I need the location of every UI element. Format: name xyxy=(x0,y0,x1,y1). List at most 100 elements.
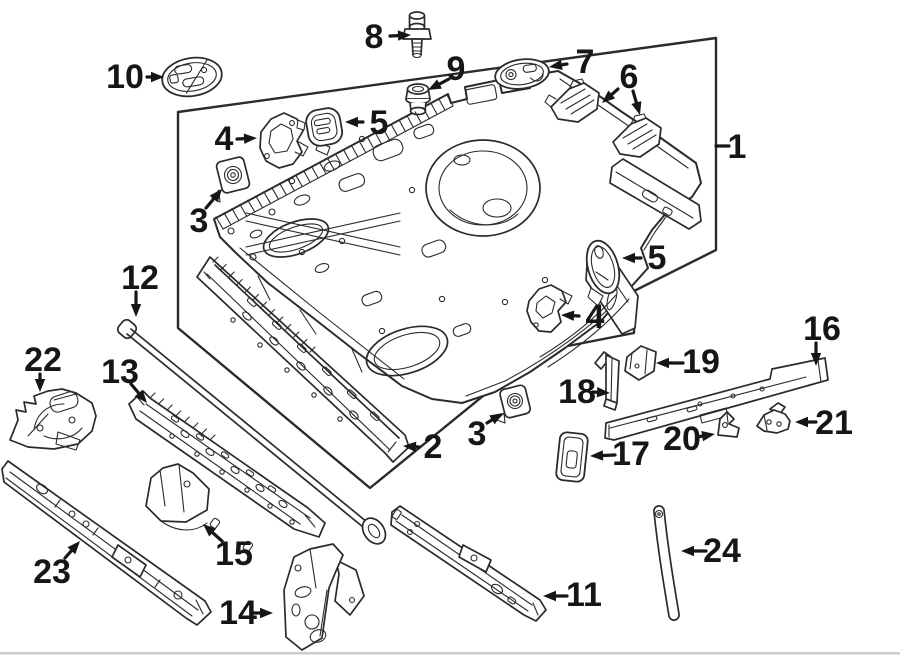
part-21-drawing xyxy=(756,402,791,434)
part-9-drawing xyxy=(405,83,431,116)
callout-arrowhead xyxy=(403,441,417,453)
callout-arrowhead xyxy=(543,590,556,602)
callout-arrowhead xyxy=(260,607,273,619)
callout-arrowhead xyxy=(549,59,563,70)
callout-2: 2 xyxy=(403,428,442,466)
callout-23: 23 xyxy=(33,541,80,591)
part-10-drawing xyxy=(161,56,223,98)
callout-number: 24 xyxy=(703,532,741,570)
callout-13: 13 xyxy=(101,353,147,403)
part-2-drawing xyxy=(196,256,410,463)
callout-9: 9 xyxy=(428,50,465,90)
callout-number: 13 xyxy=(101,353,139,391)
callout-number: 2 xyxy=(424,428,443,466)
callout-number: 4 xyxy=(586,298,605,336)
callout-17: 17 xyxy=(590,435,650,473)
callout-number: 14 xyxy=(219,594,257,632)
callout-4: 4 xyxy=(561,298,605,336)
part-12-drawing xyxy=(116,318,387,545)
callout-10: 10 xyxy=(106,58,164,96)
callout-arrowhead xyxy=(795,416,808,428)
callout-number: 16 xyxy=(803,310,841,348)
callout-number: 4 xyxy=(215,120,234,158)
callout-8: 8 xyxy=(365,18,411,56)
callout-22: 22 xyxy=(24,341,62,392)
callout-arrowhead xyxy=(631,101,642,115)
callout-arrowhead xyxy=(596,387,610,398)
callout-number: 5 xyxy=(648,239,667,277)
callout-11: 11 xyxy=(543,576,602,614)
callout-number: 11 xyxy=(566,576,602,614)
part-4-lower-drawing xyxy=(526,284,573,333)
callout-arrowhead xyxy=(34,379,46,392)
callout-5: 5 xyxy=(345,104,388,142)
callout-number: 9 xyxy=(447,50,466,88)
callout-number: 3 xyxy=(190,202,209,240)
callout-1: 1 xyxy=(714,128,747,166)
callout-12: 12 xyxy=(121,259,159,317)
callout-number: 22 xyxy=(24,341,62,379)
part-13-drawing xyxy=(128,390,326,552)
part-19-drawing xyxy=(624,345,657,381)
callout-arrowhead xyxy=(656,357,669,369)
part-23-drawing xyxy=(1,460,212,626)
callout-6: 6 xyxy=(602,58,642,115)
callout-4: 4 xyxy=(215,120,257,158)
callout-number: 20 xyxy=(663,420,701,458)
callout-arrowhead xyxy=(590,450,604,461)
callout-arrowhead xyxy=(397,30,411,41)
callout-arrowhead xyxy=(130,304,142,317)
part-15-drawing xyxy=(145,463,210,531)
diagram-artwork xyxy=(1,11,829,651)
callout-15: 15 xyxy=(203,524,253,573)
callout-arrowhead xyxy=(203,524,217,537)
callout-number: 23 xyxy=(33,553,71,591)
part-20-drawing xyxy=(717,411,740,438)
part-3-lower-drawing xyxy=(496,384,532,424)
callout-arrowhead xyxy=(209,189,222,203)
callout-arrowhead xyxy=(134,389,147,403)
part-8-drawing xyxy=(402,11,432,59)
callout-arrowhead xyxy=(810,353,822,366)
window-bottom-border xyxy=(0,652,900,655)
callout-number: 15 xyxy=(215,535,253,573)
part-24-drawing xyxy=(653,505,680,621)
callout-16: 16 xyxy=(803,310,841,366)
callout-arrowhead xyxy=(681,545,694,557)
callout-arrowhead xyxy=(489,413,503,425)
callout-7: 7 xyxy=(549,43,594,81)
part-18-drawing xyxy=(594,351,620,411)
callout-number: 12 xyxy=(121,259,159,297)
part-4-upper-drawing xyxy=(259,112,309,169)
callout-18: 18 xyxy=(558,373,610,411)
callout-number: 19 xyxy=(682,343,720,381)
callout-arrowhead xyxy=(243,133,257,144)
callout-arrowhead xyxy=(561,310,575,321)
part-16-drawing xyxy=(604,357,829,441)
part-5-lower-drawing xyxy=(585,239,621,307)
callout-arrowhead xyxy=(428,79,442,90)
callout-14: 14 xyxy=(219,594,273,632)
callout-3: 3 xyxy=(190,189,222,240)
callout-5: 5 xyxy=(622,239,666,277)
callout-19: 19 xyxy=(656,343,720,381)
callout-arrowhead xyxy=(622,252,635,264)
part-7-drawing xyxy=(494,58,550,90)
callout-number: 1 xyxy=(728,128,747,166)
part-6-drawing xyxy=(544,78,662,158)
callout-number: 3 xyxy=(468,415,487,453)
callout-arrowhead xyxy=(345,116,358,128)
callout-number: 5 xyxy=(370,104,389,142)
callout-20: 20 xyxy=(663,420,715,458)
callout-arrowhead xyxy=(701,431,715,442)
part-5-upper-drawing xyxy=(296,107,344,156)
hatch-marks xyxy=(149,94,454,441)
part-22-drawing xyxy=(9,388,97,451)
part-17-drawing xyxy=(555,431,589,483)
assembly-frame-outline xyxy=(176,36,718,490)
callout-24: 24 xyxy=(681,532,741,570)
part-14-drawing xyxy=(283,543,365,651)
